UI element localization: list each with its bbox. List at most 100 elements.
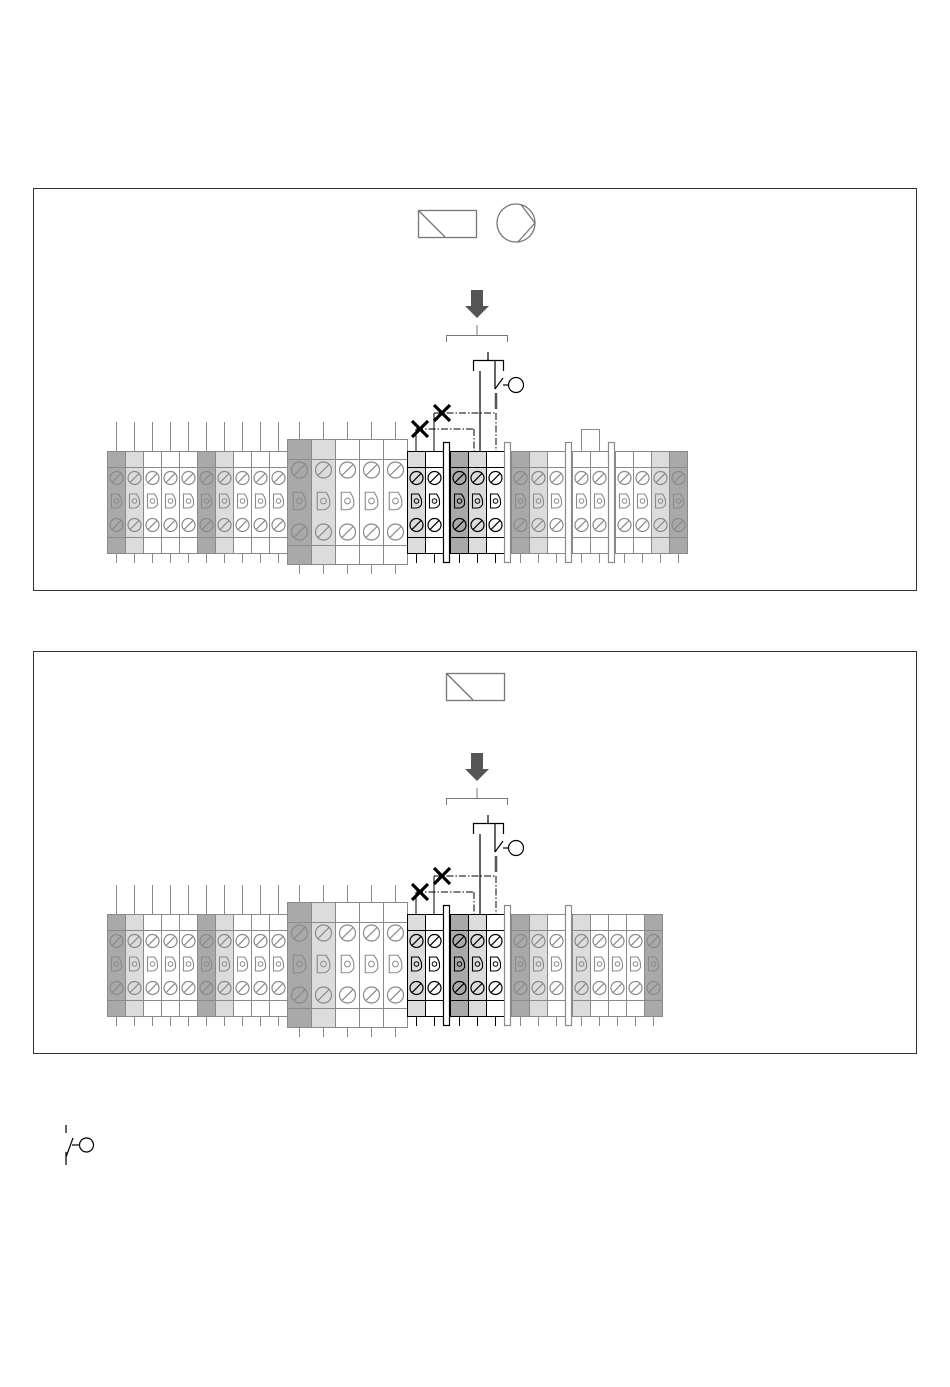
screw-head (217, 980, 232, 996)
terminal-body (468, 914, 487, 1017)
screw-slot (472, 983, 483, 993)
screw-head (549, 517, 564, 533)
clamp-icon (453, 956, 466, 972)
clamp-icon (316, 954, 331, 974)
screw-icon (549, 470, 564, 486)
screw-icon (531, 470, 546, 486)
panel-frame (33, 651, 917, 1054)
terminal-body (529, 914, 548, 1017)
terminal-body (311, 439, 336, 565)
terminal-block (215, 422, 234, 563)
separator-plate (564, 904, 573, 1027)
screw-head (635, 517, 650, 533)
screw-slot (111, 520, 122, 530)
screw-icon (549, 980, 564, 996)
clamp-body (672, 493, 685, 509)
terminal-block (450, 914, 469, 1026)
terminal-block (590, 451, 609, 563)
clamp-icon (575, 956, 588, 972)
clamp-icon (550, 493, 563, 509)
screw-slot (673, 473, 684, 483)
screw-slot (490, 520, 501, 530)
screw-icon (617, 517, 632, 533)
clamp-icon (236, 493, 249, 509)
screw-head (163, 933, 178, 949)
clamp-hole (578, 498, 585, 504)
screw-head (531, 933, 546, 949)
screw-icon (470, 980, 485, 996)
clamp-icon (254, 493, 267, 509)
clamp-body (575, 956, 588, 972)
screw-icon (513, 470, 528, 486)
clamp-hole (553, 961, 560, 967)
valve-diagonal (446, 673, 474, 701)
clamp-hole (639, 498, 646, 504)
clamp-body (340, 954, 355, 974)
clamp-body (388, 491, 403, 511)
clamp-icon (410, 493, 423, 509)
screw-head (271, 933, 286, 949)
screw-icon (488, 933, 503, 949)
clamp-hole (596, 961, 603, 967)
screw-icon (253, 470, 268, 486)
clamp-hole (185, 961, 192, 967)
terminal-body (233, 914, 252, 1017)
terminal-body (161, 451, 180, 554)
clamp-body (364, 491, 379, 511)
terminal-body (197, 914, 216, 1017)
screw-icon (217, 980, 232, 996)
screw-head (271, 470, 286, 486)
screw-head (235, 980, 250, 996)
screw-head (362, 986, 381, 1004)
screw-icon (409, 933, 424, 949)
clamp-body (618, 493, 631, 509)
screw-icon (109, 933, 124, 949)
clamp-icon (254, 956, 267, 972)
screw-head (314, 924, 333, 942)
screw-head (592, 517, 607, 533)
screw-icon (199, 517, 214, 533)
screw-head (127, 517, 142, 533)
screw-icon (470, 517, 485, 533)
clamp-hole (431, 498, 438, 504)
screw-head (409, 980, 424, 996)
clamp-hole (185, 498, 192, 504)
clamp-icon (471, 493, 484, 509)
clamp-hole (456, 498, 463, 504)
terminal-body (590, 451, 609, 554)
clamp-icon (182, 956, 195, 972)
screw-head (271, 517, 286, 533)
screw-icon (671, 517, 686, 533)
x-stroke (410, 419, 430, 439)
terminal-block (233, 885, 252, 1026)
screw-slot (551, 936, 562, 946)
screw-icon (513, 933, 528, 949)
screw-slot (255, 983, 266, 993)
screw-icon (628, 980, 643, 996)
screw-head (470, 517, 485, 533)
screw-head (338, 986, 357, 1004)
clamp-body (514, 493, 527, 509)
screw-slot (389, 463, 402, 477)
clamp-icon (128, 956, 141, 972)
terminal-block (311, 885, 336, 1037)
screw-icon (409, 470, 424, 486)
screw-icon (409, 980, 424, 996)
clamp-body (128, 493, 141, 509)
clamp-icon (489, 493, 502, 509)
screw-icon (163, 980, 178, 996)
clamp-icon (514, 493, 527, 509)
screw-head (427, 980, 442, 996)
clamp-icon (453, 493, 466, 509)
clamp-hole (474, 961, 481, 967)
clamp-body (292, 491, 307, 511)
clamp-hole (221, 498, 228, 504)
screw-icon (362, 924, 381, 942)
clamp-icon (146, 956, 159, 972)
clamp-body (514, 956, 527, 972)
screw-slot (237, 473, 248, 483)
clamp-hole (203, 961, 210, 967)
terminal-body (425, 914, 444, 1017)
terminal-body (311, 902, 336, 1028)
